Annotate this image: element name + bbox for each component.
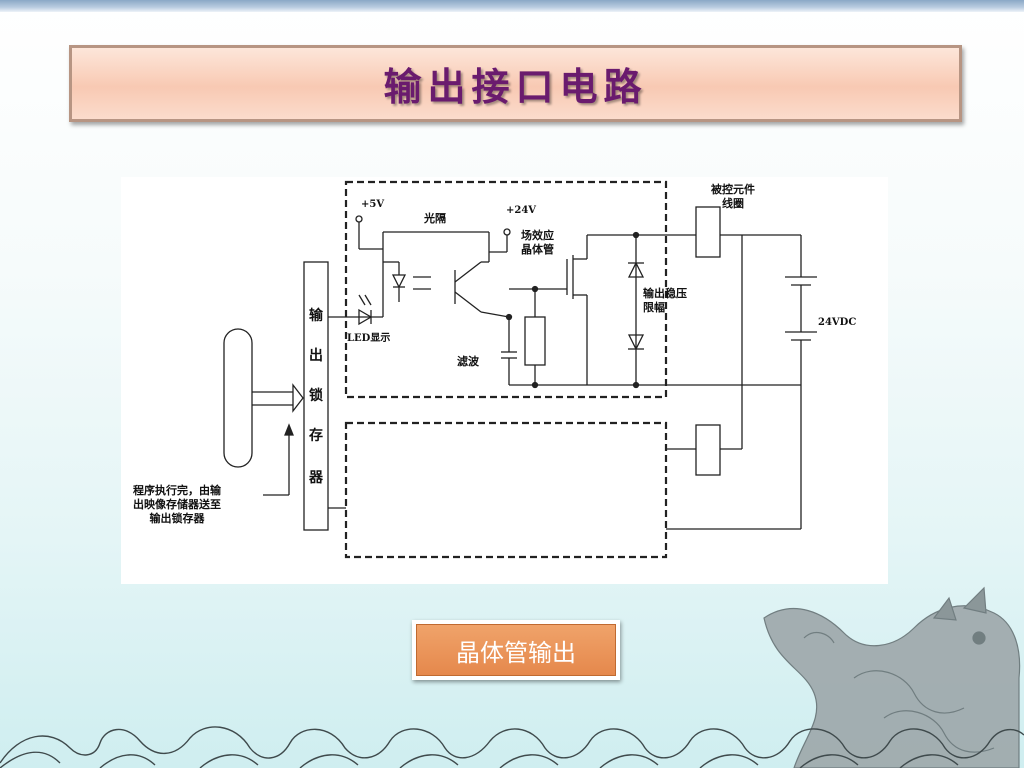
label-plus24v: +24V [506,205,537,216]
label-supply: 24VDC [818,317,857,328]
label-fet: 场效应 晶体管 [521,229,554,256]
latch-char: 存 [309,428,323,444]
label-led-display: LED显示 [347,333,391,344]
top-decor-bar [0,0,1024,12]
caption-label: 晶体管输出 [416,624,616,676]
cpu-capsule [223,328,253,468]
dragon-decoration-icon [763,586,1021,768]
output-latch [303,261,329,531]
page-title: 输出接口电路 [383,64,648,109]
title-banner: 输出接口电路 [69,45,962,122]
upper-dashed-box [344,180,668,399]
label-output-clamp: 输出稳压 限幅 [643,287,687,314]
label-optocoupler: 光隔 [424,212,446,225]
label-program-note: 程序执行完，由输 出映像存储器送至 输出锁存器 [133,484,221,525]
caption-button[interactable]: 晶体管输出 [412,620,620,680]
lower-dashed-box [344,421,668,559]
circuit-diagram: 输 出 锁 存 器 +5V 光隔 +24V 场效应 晶体管 LED显示 滤波 输… [121,177,888,584]
latch-char: 器 [309,470,323,486]
latch-char: 输 [309,308,323,324]
label-filter: 滤波 [457,355,479,368]
circuit-lines [223,180,817,559]
label-plus5v: +5V [361,199,385,210]
latch-char: 锁 [309,388,323,404]
latch-char: 出 [309,348,323,364]
label-load: 被控元件 线圈 [711,183,755,210]
wave-border-icon [0,726,1024,768]
